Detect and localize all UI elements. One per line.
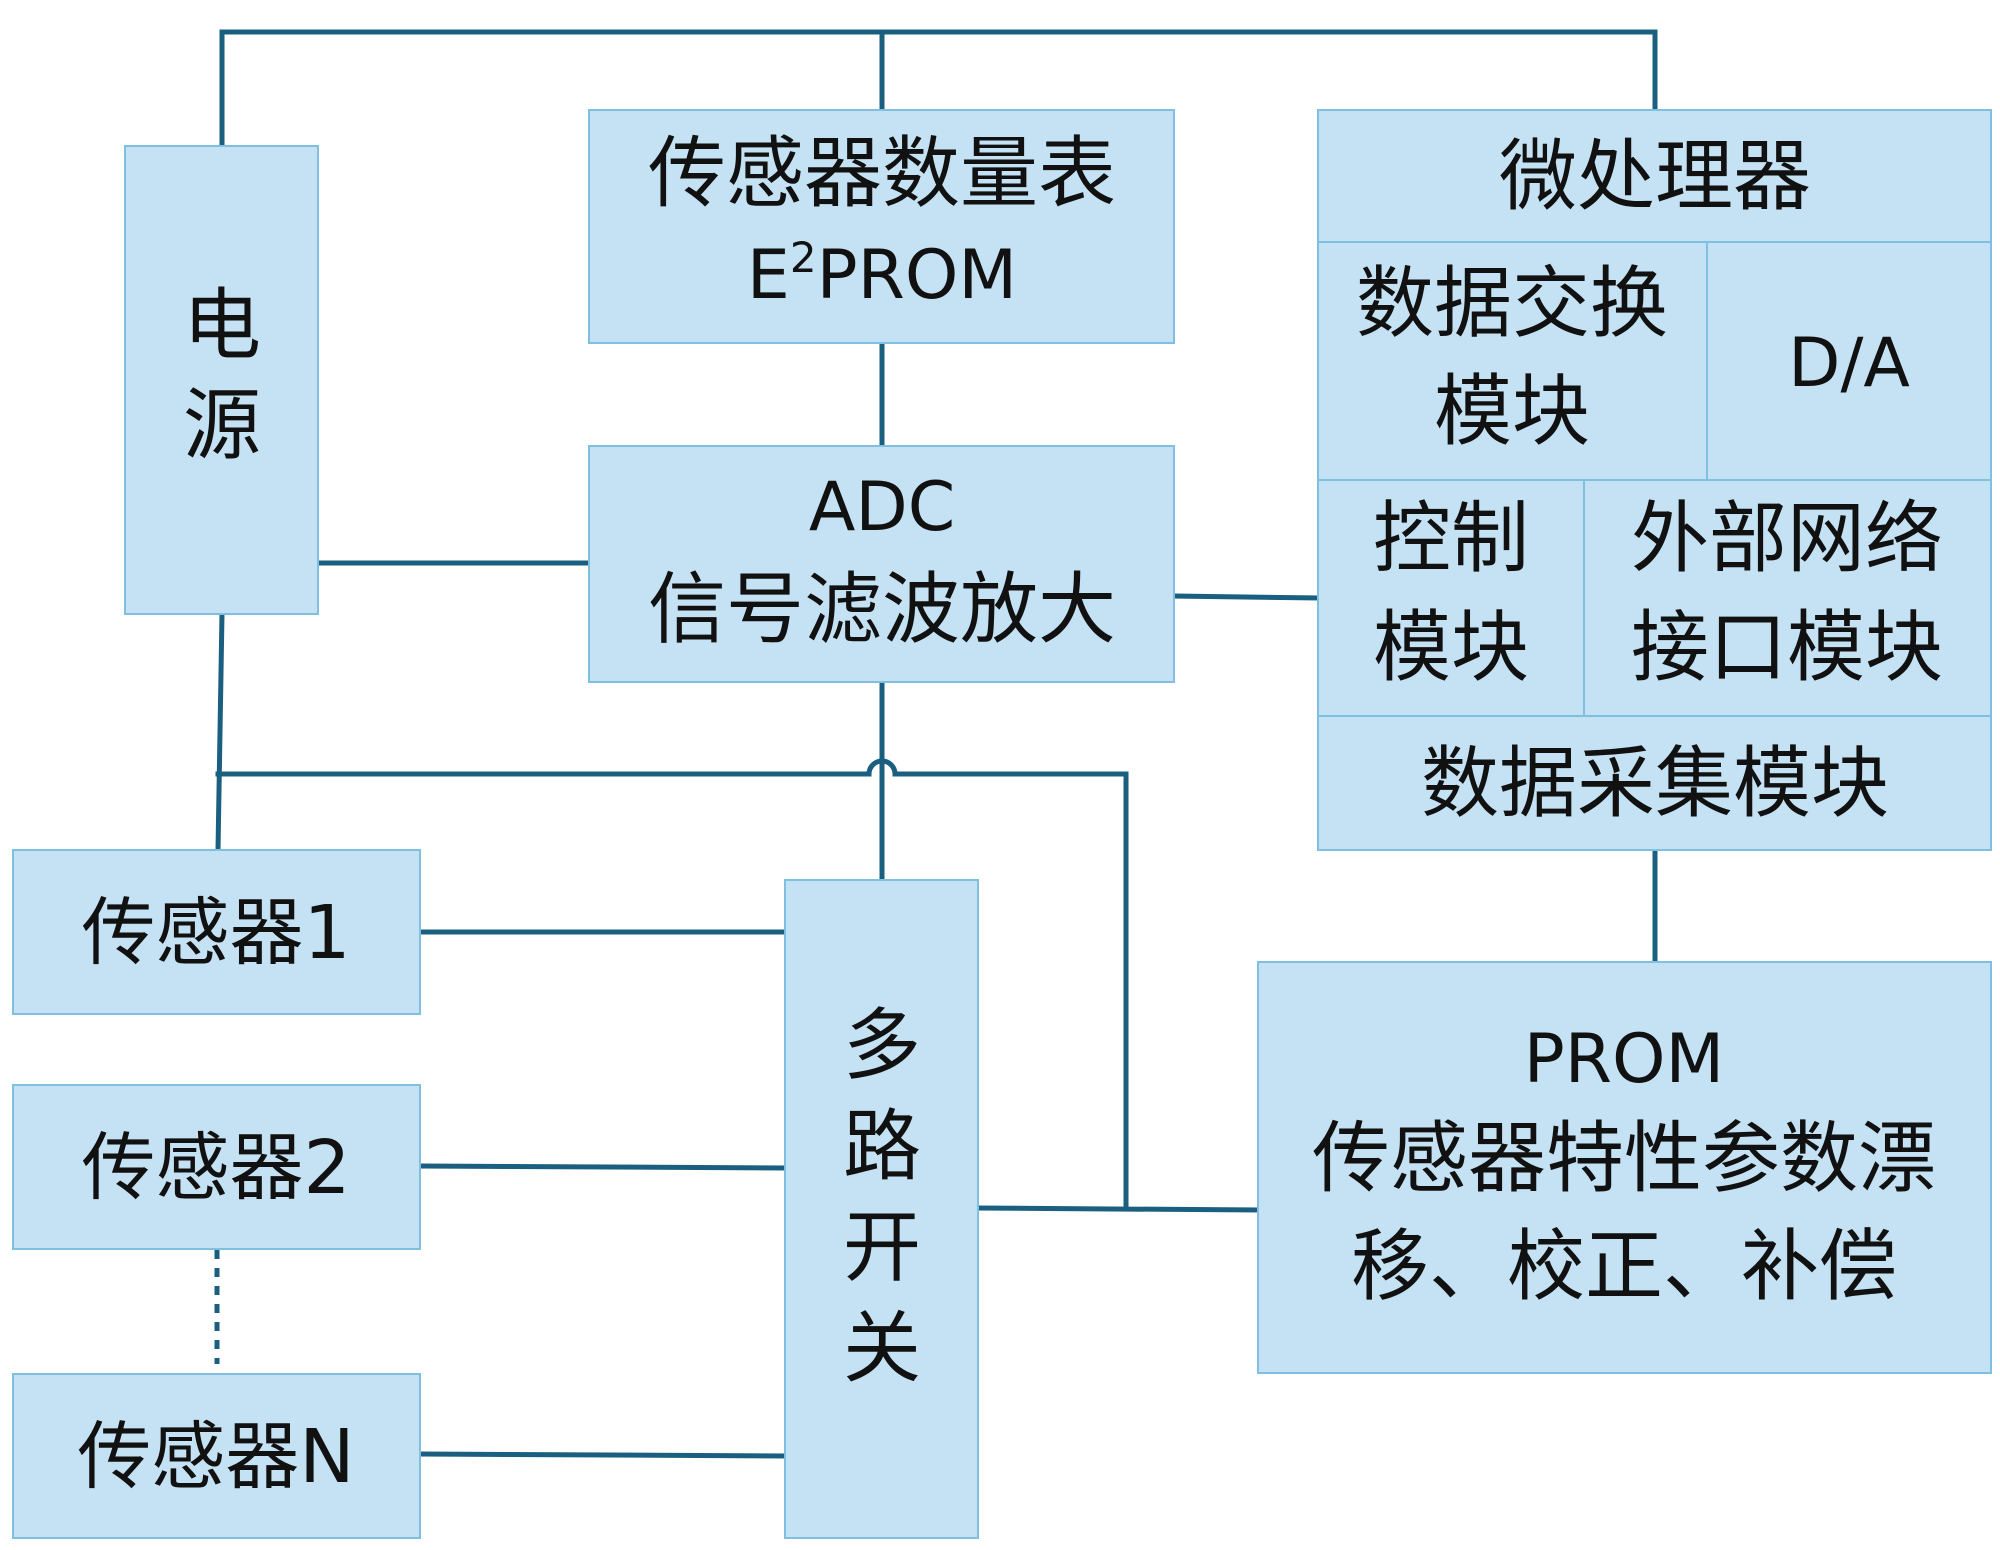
wire-mux-to-prom	[974, 1205, 1261, 1213]
wire-power-to-sensor1	[215, 611, 225, 853]
eeprom-prom: PROM	[817, 236, 1017, 315]
network-module-line2: 接口模块	[1631, 603, 1943, 693]
power-label-2: 源	[183, 381, 261, 471]
eeprom-superscript: 2	[790, 233, 817, 282]
control-module-line1: 控制	[1373, 494, 1529, 584]
eeprom-e: E	[747, 236, 790, 315]
sensor-n-block: 传感器N	[12, 1373, 421, 1539]
prom-calibration-block: PROM 传感器特性参数漂 移、校正、补偿	[1257, 961, 1992, 1374]
wire-sensor2-to-mux	[417, 1163, 788, 1171]
microprocessor-block: 微处理器 数据交换 模块 D/A 控制 模块 外部网络 接口模块 数据采集模块	[1317, 109, 1992, 851]
sensor-count-table-block: 传感器数量表 E2PROM	[588, 109, 1175, 344]
adc-title: ADC	[809, 468, 955, 547]
sensor-1-label: 传感器1	[81, 890, 350, 976]
adc-block: ADC 信号滤波放大	[588, 445, 1175, 683]
mux-char-3: 开	[843, 1203, 921, 1293]
connection-wires	[214, 29, 1658, 1459]
da-label: D/A	[1788, 324, 1910, 403]
data-exchange-line1: 数据交换	[1356, 259, 1668, 349]
multiplexer-block: 多 路 开 关	[784, 879, 979, 1539]
wire-adc-to-mcu	[1171, 593, 1321, 601]
prom-line-3: 移、校正、补偿	[1351, 1222, 1897, 1312]
eeprom-label: E2PROM	[747, 233, 1017, 315]
mux-char-1: 多	[843, 1001, 921, 1091]
prom-title: PROM	[1524, 1020, 1724, 1099]
microprocessor-title: 微处理器	[1499, 132, 1811, 222]
prom-line-2: 传感器特性参数漂	[1312, 1114, 1936, 1204]
data-acquisition-label: 数据采集模块	[1421, 739, 1889, 829]
mux-char-4: 关	[843, 1304, 921, 1394]
sensor-2-label: 传感器2	[81, 1125, 350, 1211]
network-module-line1: 外部网络	[1631, 494, 1943, 584]
power-label-1: 电	[183, 281, 261, 371]
sensor-n-label: 传感器N	[77, 1414, 354, 1500]
control-module-line2: 模块	[1373, 603, 1529, 693]
data-exchange-line2: 模块	[1434, 367, 1590, 457]
sensor-2-block: 传感器2	[12, 1084, 421, 1250]
adc-subtitle: 信号滤波放大	[648, 565, 1116, 655]
wire-sensorN-to-mux	[417, 1451, 788, 1459]
top-power-bus	[219, 29, 1658, 149]
sensor-count-table-title: 传感器数量表	[648, 129, 1116, 219]
power-block: 电 源	[124, 145, 319, 615]
sensor-1-block: 传感器1	[12, 849, 421, 1015]
mux-char-2: 路	[843, 1102, 921, 1192]
